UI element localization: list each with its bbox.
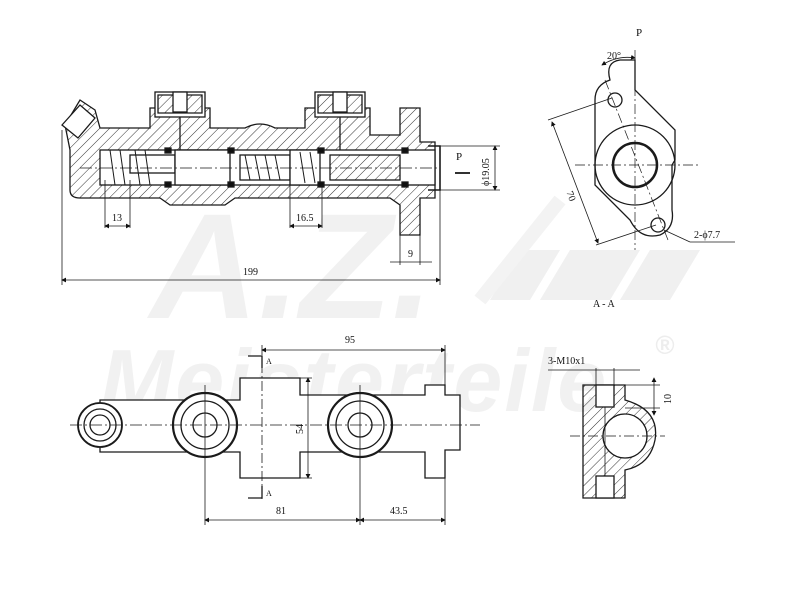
end-view-label: P: [636, 27, 643, 39]
top-view: [70, 345, 480, 525]
dim-54: 54: [295, 424, 306, 434]
dim-43-5: 43.5: [390, 506, 408, 517]
section-a-a-title: A - A: [593, 299, 615, 310]
section-mark-top: A: [266, 357, 272, 366]
label-p-arrow: P: [456, 151, 463, 163]
dim-10: 10: [663, 394, 674, 404]
dim-95: 95: [345, 335, 355, 346]
dim-overall-length: 199: [243, 267, 258, 278]
dim-13: 13: [112, 213, 122, 224]
dim-9: 9: [408, 249, 413, 260]
dim-16-5: 16.5: [296, 213, 314, 224]
section-mark-bottom: A: [266, 489, 272, 498]
section-view: [61, 91, 500, 285]
watermark-logo: A.Z.: [150, 182, 434, 350]
dim-81: 81: [276, 506, 286, 517]
section-a-a-view: [548, 368, 665, 499]
dim-angle-20: 20°: [607, 51, 621, 62]
watermark-stripes: [474, 195, 700, 305]
end-view-p: [547, 50, 735, 250]
watermark-registered: ®: [655, 330, 675, 360]
dim-holes: 2-ϕ7.7: [694, 230, 721, 241]
dim-bore-diameter: ϕ19.05: [481, 158, 492, 186]
thread-spec: 3-M10x1: [548, 356, 586, 367]
